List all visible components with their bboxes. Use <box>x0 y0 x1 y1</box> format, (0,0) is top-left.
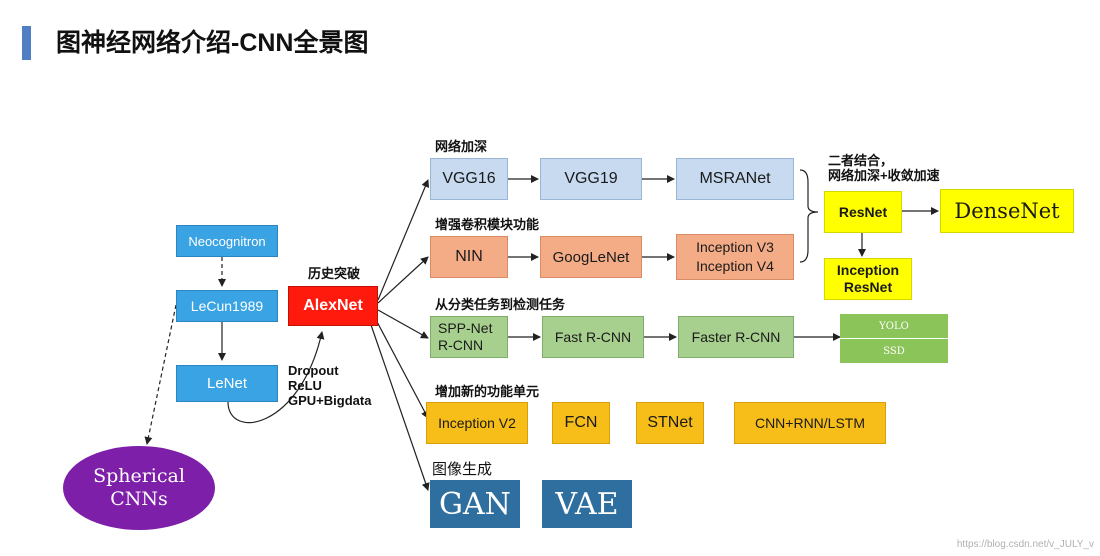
inception-resnet-line2: ResNet <box>843 279 893 295</box>
vgg19-box: VGG19 <box>540 158 642 200</box>
spp-net: SPP-Net <box>438 320 493 336</box>
inception-v4: Inception V4 <box>696 258 774 274</box>
inception-resnet-box: Inception ResNet <box>824 258 912 300</box>
alexnet-factors: Dropout ReLU GPU+Bigdata <box>288 363 371 408</box>
arrow-alexnet-to-nin <box>377 256 429 304</box>
combine-label-line2: 网络加深+收敛加速 <box>828 168 940 183</box>
nin-box: NIN <box>430 236 508 278</box>
arrow-lenet-to-alexnet <box>227 331 325 424</box>
vgg16-box: VGG16 <box>430 158 508 200</box>
factor-relu: ReLU <box>288 378 322 393</box>
breakthrough-label: 历史突破 <box>308 266 361 281</box>
spp-rcnn-box: SPP-Net R-CNN <box>430 316 508 358</box>
inception-v3-v4-box: Inception V3 Inception V4 <box>676 234 794 280</box>
lecun1989-box: LeCun1989 <box>176 290 278 322</box>
cnn-rnn-lstm-box: CNN+RNN/LSTM <box>734 402 886 444</box>
r-cnn: R-CNN <box>438 337 484 353</box>
combine-label: 二者结合， 网络加深+收敛加速 <box>828 153 940 183</box>
gan-box: GAN <box>430 480 520 528</box>
spherical-line2: CNNs <box>110 488 168 510</box>
combine-label-line1: 二者结合， <box>828 153 894 168</box>
stnet-box: STNet <box>636 402 704 444</box>
arrow-alexnet-to-gan <box>369 321 430 491</box>
generation-label: 图像生成 <box>432 461 493 478</box>
combine-bracket <box>799 169 819 263</box>
ssd-box: SSD <box>840 339 948 363</box>
inception-v3: Inception V3 <box>696 239 774 255</box>
conv-module-label: 增强卷积模块功能 <box>435 217 540 232</box>
alexnet-box: AlexNet <box>288 286 378 326</box>
title-accent-bar <box>22 26 31 60</box>
googlenet-box: GoogLeNet <box>540 236 642 278</box>
detection-label: 从分类任务到检测任务 <box>435 297 566 312</box>
msranet-box: MSRANet <box>676 158 794 200</box>
arrow-lecun-to-spherical <box>144 304 177 445</box>
arrow-alexnet-to-spp <box>377 309 429 339</box>
lenet-box: LeNet <box>176 365 278 402</box>
neocognitron-box: Neocognitron <box>176 225 278 257</box>
factor-gpu-bigdata: GPU+Bigdata <box>288 393 372 408</box>
deeper-label: 网络加深 <box>435 139 488 154</box>
yolo-box: YOLO <box>840 314 948 338</box>
resnet-box: ResNet <box>824 191 902 233</box>
faster-rcnn-box: Faster R-CNN <box>678 316 794 358</box>
vae-box: VAE <box>542 480 632 528</box>
spherical-cnns-ellipse: Spherical CNNs <box>63 446 215 530</box>
densenet-box: DenseNet <box>940 189 1074 233</box>
watermark: https://blog.csdn.net/v_JULY_v <box>956 539 1094 550</box>
new-units-label: 增加新的功能单元 <box>435 384 540 399</box>
arrow-alexnet-to-vgg16 <box>377 179 429 301</box>
factor-dropout: Dropout <box>288 363 339 378</box>
fast-rcnn-box: Fast R-CNN <box>542 316 644 358</box>
page-title: 图神经网络介绍-CNN全景图 <box>56 29 369 57</box>
fcn-box: FCN <box>552 402 610 444</box>
inception-v2-box: Inception V2 <box>426 402 528 444</box>
spherical-line1: Spherical <box>93 465 185 487</box>
arrow-alexnet-to-inceptionv2 <box>374 317 429 419</box>
inception-resnet-line1: Inception <box>836 262 900 278</box>
